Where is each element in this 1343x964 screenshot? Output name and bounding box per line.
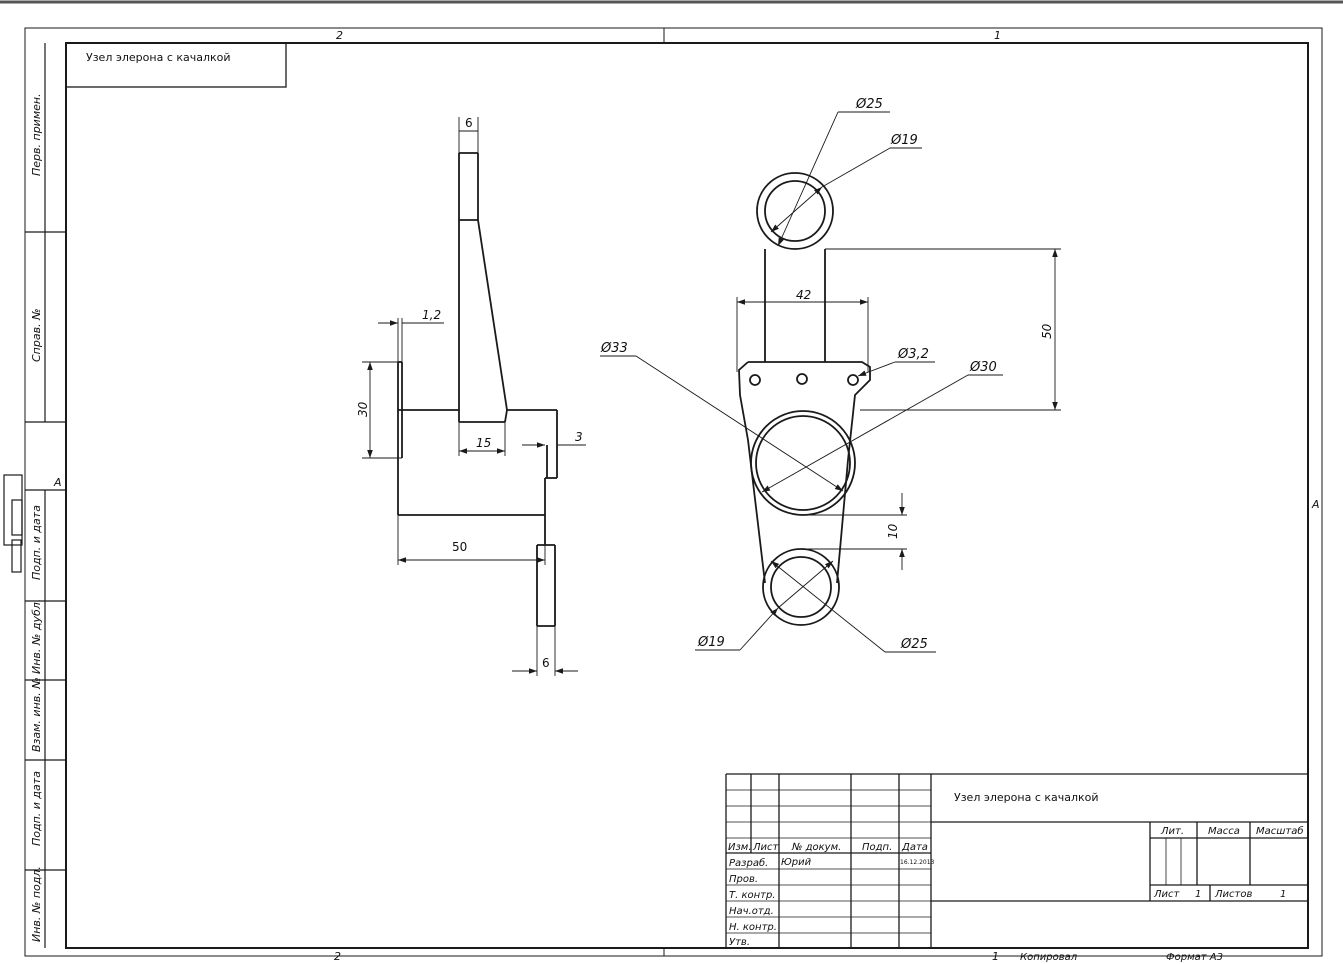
dim-base: 15	[476, 436, 491, 450]
mass-label: Масса	[1208, 826, 1240, 837]
corner-title-box: Узел элерона с качалкой	[65, 42, 287, 88]
header-list: Лист	[752, 842, 780, 853]
zone-right-mark: А	[1311, 498, 1320, 511]
dim-thickness: 3	[575, 430, 583, 444]
zone-top-left: 2	[336, 29, 343, 42]
header-doc: № докум.	[791, 842, 841, 853]
outer-frame	[24, 27, 1323, 957]
side-label-podp-2: Подп. и дата	[30, 771, 43, 846]
footer-format: Формат А3	[1166, 952, 1223, 963]
side-label-perv: Перв. примен.	[30, 93, 43, 176]
zone-top-right: 1	[994, 29, 1001, 42]
side-label-vzam: Взам. инв. №	[30, 677, 43, 752]
zone-left-mark: А	[53, 476, 62, 489]
side-stamp-columns	[25, 43, 66, 948]
dim-offset-10: 10	[886, 523, 900, 539]
front-view: Ø25 Ø19 42 Ø3,2 Ø33 Ø30 50 10 Ø19 Ø25	[600, 97, 1061, 653]
title-block-name: Узел элерона с качалкой	[954, 791, 1099, 804]
zone-bottom-left: 2	[334, 950, 341, 963]
side-label-inv-dubl: Инв. № дубл.	[30, 599, 43, 674]
row-razrab-role: Разраб.	[729, 857, 768, 869]
row-prov-role: Пров.	[729, 874, 758, 885]
header-podp: Подп.	[862, 842, 892, 853]
scale-label: Масштаб	[1256, 825, 1304, 837]
row-nkontr-role: Н. контр.	[729, 922, 777, 933]
row-nachotd-role: Нач.отд.	[729, 906, 774, 917]
sheets-value: 1	[1280, 889, 1286, 900]
side-label-sprav: Справ. №	[30, 308, 43, 362]
title-block: Узел элерона с качалкой Изм. Лист № доку…	[725, 773, 1308, 948]
side-label-inv-podl: Инв. № подл.	[30, 866, 43, 942]
binding-tabs	[3, 474, 23, 573]
dim-top-inner: Ø19	[890, 133, 918, 148]
footer-copied: Копировал	[1020, 952, 1078, 963]
lit-label: Лит.	[1160, 826, 1184, 837]
dim-offset: 1,2	[422, 308, 441, 322]
sheet-value: 1	[1195, 889, 1201, 900]
dim-big-inner: Ø30	[969, 360, 997, 375]
dim-height: 30	[356, 401, 370, 417]
corner-title: Узел элерона с качалкой	[86, 51, 231, 64]
side-view: 6 1,2 30 15 3 50 6	[356, 116, 586, 676]
row-razrab-name: Юрий	[781, 857, 812, 868]
dim-bottom-width: 6	[542, 656, 550, 670]
sheet-label: Лист	[1153, 889, 1181, 900]
dim-bottom-inner: Ø19	[697, 635, 725, 650]
dim-top-width: 6	[465, 116, 473, 130]
dim-width: 42	[796, 288, 811, 302]
sheets-label: Листов	[1214, 889, 1252, 900]
row-utv-role: Утв.	[729, 937, 750, 948]
header-date: Дата	[901, 842, 928, 853]
dim-distance: 50	[1040, 323, 1054, 339]
row-tkontr-role: Т. контр.	[729, 890, 776, 901]
header-izm: Изм.	[728, 842, 752, 853]
dim-length: 50	[452, 540, 467, 554]
dim-hole: Ø3,2	[897, 347, 929, 362]
side-label-podp-1: Подп. и дата	[30, 505, 43, 580]
inner-frame	[65, 42, 1309, 949]
dim-big-outer: Ø33	[600, 341, 628, 356]
dim-top-outer: Ø25	[855, 97, 883, 112]
zone-bottom-right: 1	[992, 950, 999, 963]
row-razrab-date: 16.12.2013	[900, 859, 935, 866]
dim-bottom-outer: Ø25	[900, 637, 928, 652]
